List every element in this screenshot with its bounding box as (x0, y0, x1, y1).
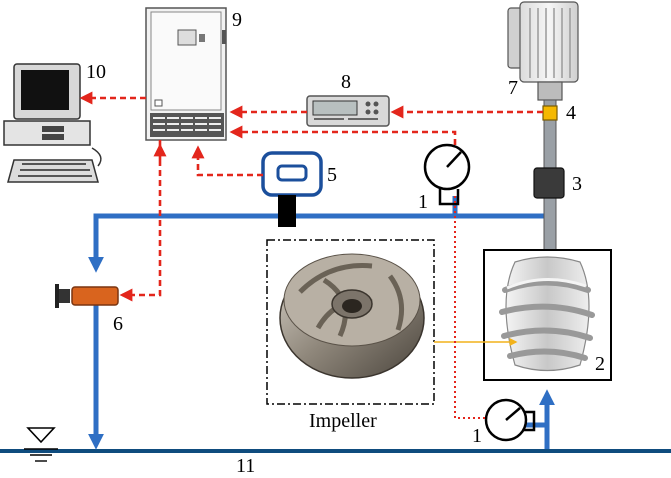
label-10: 10 (86, 61, 106, 83)
inlet-gauge-signal-line (454, 196, 486, 419)
label-3: 3 (572, 173, 582, 195)
torque-meter (533, 167, 565, 199)
label-11: 11 (236, 455, 255, 477)
label-1-bottom: 1 (472, 425, 482, 447)
label-8: 8 (341, 71, 351, 93)
label-1-top: 1 (418, 191, 428, 213)
water-surface (0, 427, 671, 462)
valve (55, 284, 119, 308)
impeller-photo (266, 239, 435, 405)
pressure-gauge-inlet (484, 398, 536, 442)
data-acquisition-display (306, 95, 390, 127)
label-2: 2 (595, 353, 605, 375)
label-5: 5 (327, 164, 337, 186)
label-9: 9 (232, 9, 242, 31)
motor (507, 1, 579, 101)
pump (483, 249, 612, 381)
label-7: 7 (508, 77, 518, 99)
pressure-gauge-outlet (423, 143, 471, 206)
signal-lines (79, 91, 543, 302)
label-4: 4 (566, 102, 576, 124)
label-6: 6 (113, 313, 123, 335)
control-cabinet (145, 7, 227, 141)
impeller-caption: Impeller (309, 410, 377, 432)
coupling (542, 105, 558, 121)
